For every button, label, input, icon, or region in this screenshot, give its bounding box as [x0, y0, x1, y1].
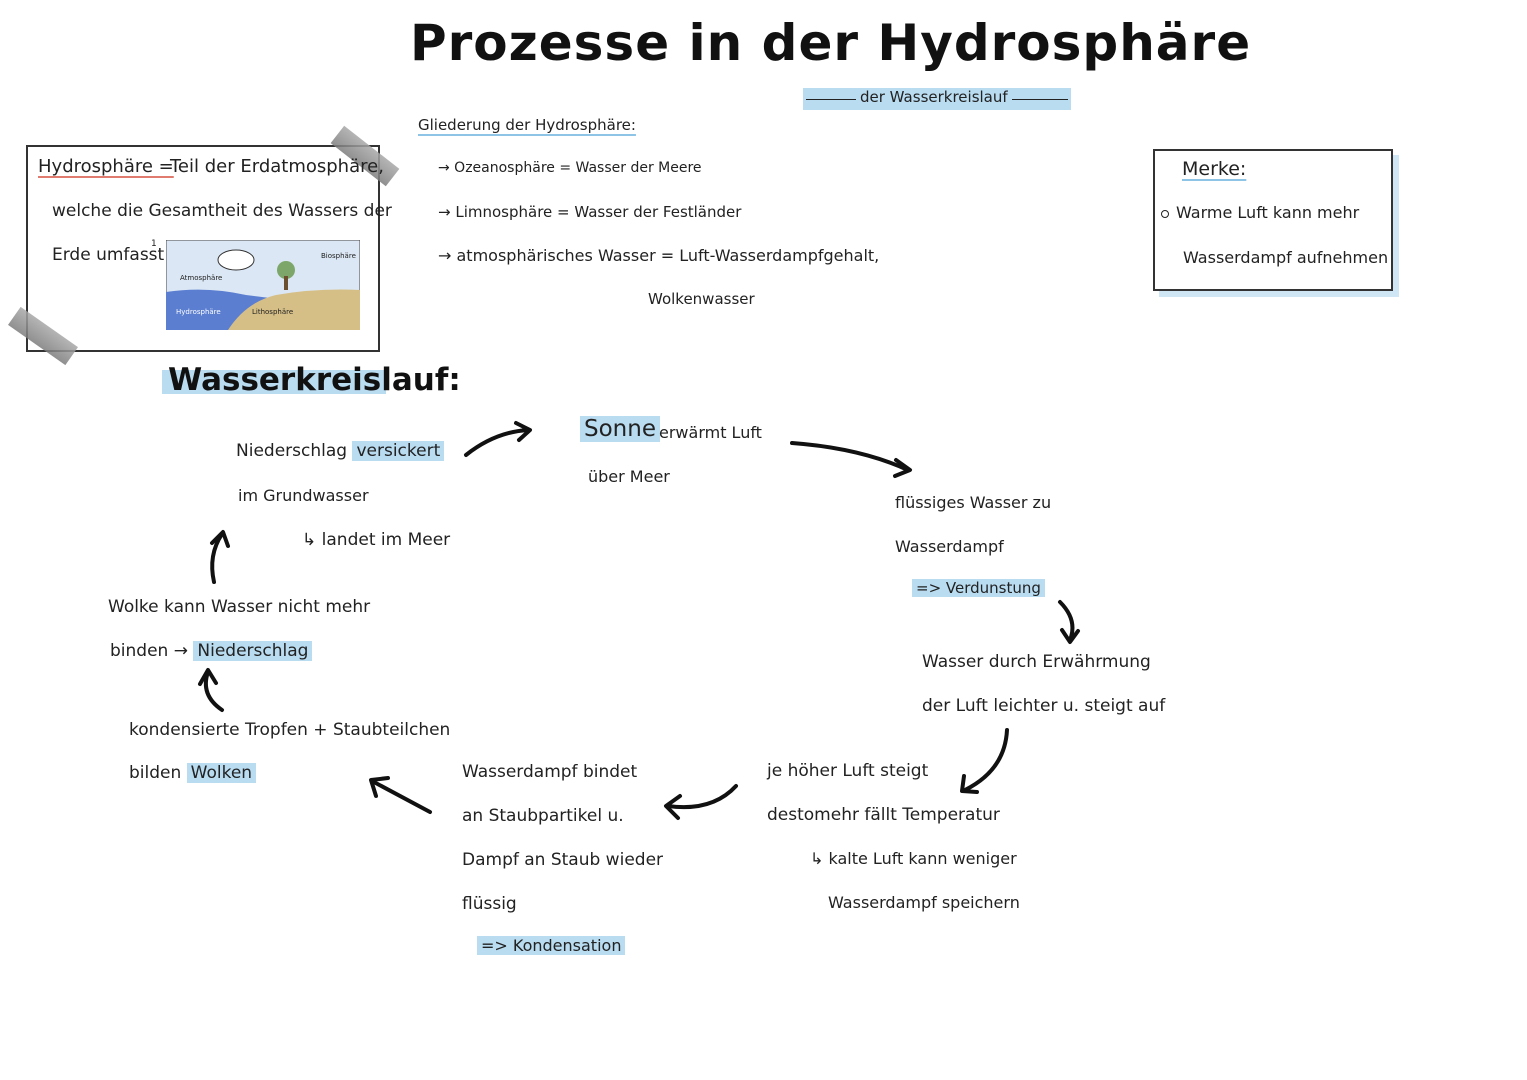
arrow-niederschlag-to-versickern	[210, 530, 230, 584]
versickern-line3: ↳ landet im Meer	[302, 530, 451, 550]
temperatur-line1: je höher Luft steigt	[767, 761, 929, 781]
wolken-line1: kondensierte Tropfen + Staubteilchen	[129, 720, 451, 740]
sonne-line2: über Meer	[588, 467, 670, 486]
wolken-line2-pre: bilden	[129, 763, 182, 783]
kreislauf-heading-highlight	[162, 370, 386, 394]
arrow-sonne-to-verdunstung	[790, 441, 912, 478]
kondensation-line2: an Staubpartikel u.	[462, 806, 624, 826]
sonne-highlight: Sonne	[580, 416, 660, 442]
verdunstung-line1: flüssiges Wasser zu	[895, 493, 1052, 512]
kondensation-line3: Dampf an Staub wieder	[462, 850, 664, 870]
kondensation-line1: Wasserdampf bindet	[462, 762, 638, 782]
gliederung-item-2: → Limnosphäre = Wasser der Festländer	[438, 203, 742, 221]
definition-line1: Teil der Erdatmosphäre,	[170, 156, 384, 177]
subtitle-line-right	[1012, 99, 1068, 100]
niederschlag-line2-pre: binden →	[110, 641, 188, 661]
niederschlag-highlight: Niederschlag	[193, 641, 313, 661]
label-hydrosphere: Hydrosphäre	[176, 308, 221, 316]
definition-footnote: 1	[151, 239, 157, 249]
definition-term: Hydrosphäre =	[38, 156, 174, 177]
merke-box	[1153, 149, 1393, 291]
definition-line3: Erde umfasst.	[52, 245, 170, 265]
kondensation-result: => Kondensation	[477, 936, 626, 955]
gliederung-continuation: Wolkenwasser	[648, 290, 755, 308]
hydrosphere-illustration: Atmosphäre Biosphäre Hydrosphäre Lithosp…	[166, 240, 360, 330]
label-biosphere: Biosphäre	[321, 252, 356, 260]
versickern-highlight: versickert	[352, 441, 445, 461]
temperatur-line4: Wasserdampf speichern	[828, 893, 1020, 912]
arrow-kondensation-to-wolken	[369, 776, 432, 814]
sonne-rest: erwärmt Luft	[659, 423, 762, 442]
versickern-line2: im Grundwasser	[238, 486, 369, 505]
verdunstung-result: => Verdunstung	[912, 579, 1045, 597]
gliederung-heading: Gliederung der Hydrosphäre:	[418, 116, 636, 134]
page-title: Prozesse in der Hydrosphäre	[410, 14, 1252, 72]
versickern-line1: Niederschlag versickert	[236, 441, 445, 461]
label-atmosphere: Atmosphäre	[180, 274, 222, 282]
versickern-line1-pre: Niederschlag	[236, 441, 348, 461]
subtitle: der Wasserkreislauf	[860, 88, 1008, 106]
kreislauf-heading: Wasserkreislauf:	[168, 362, 461, 398]
wolken-highlight: Wolken	[186, 763, 257, 783]
temperatur-line2: destomehr fällt Temperatur	[767, 805, 1000, 825]
gliederung-item-3: → atmosphärisches Wasser = Luft-Wasserda…	[438, 246, 880, 265]
niederschlag-line2: binden → Niederschlag	[110, 641, 313, 661]
gliederung-item-1: → Ozeanosphäre = Wasser der Meere	[438, 160, 702, 176]
arrow-verdunstung-to-aufstieg	[1058, 600, 1080, 644]
niederschlag-line1: Wolke kann Wasser nicht mehr	[108, 597, 371, 617]
aufstieg-line2: der Luft leichter u. steigt auf	[922, 696, 1166, 716]
merke-bullet: Warme Luft kann mehr	[1176, 203, 1360, 222]
arrow-aufstieg-to-temperatur	[960, 728, 1009, 794]
arrow-versickern-to-sonne	[464, 421, 532, 457]
aufstieg-line1: Wasser durch Erwährmung	[922, 652, 1151, 672]
verdunstung-line2: Wasserdampf	[895, 537, 1004, 556]
wolken-line2: bilden Wolken	[129, 763, 257, 783]
merke-bullet-dot	[1161, 210, 1169, 218]
subtitle-line-left	[806, 99, 856, 100]
label-lithosphere: Lithosphäre	[252, 308, 293, 316]
merke-heading: Merke:	[1182, 158, 1247, 180]
temperatur-line3: ↳ kalte Luft kann weniger	[810, 849, 1017, 868]
merke-bullet-cont: Wasserdampf aufnehmen	[1183, 248, 1389, 267]
definition-line2: welche die Gesamtheit des Wassers der	[52, 201, 392, 221]
subtitle-highlight	[803, 88, 1071, 110]
kondensation-line4: flüssig	[462, 894, 517, 914]
arrow-wolken-to-niederschlag	[198, 668, 224, 712]
arrow-temperatur-to-kondensation	[664, 784, 738, 820]
sonne-word: Sonne	[580, 416, 660, 442]
